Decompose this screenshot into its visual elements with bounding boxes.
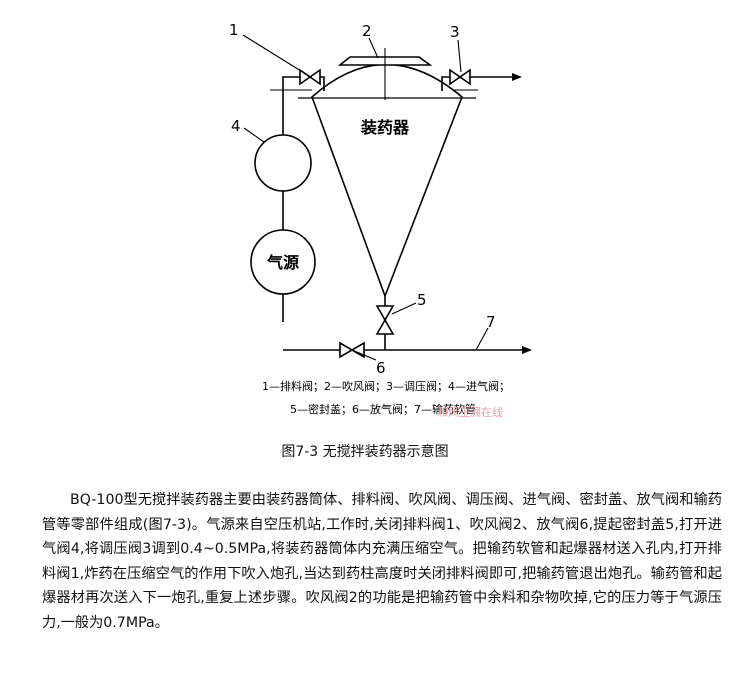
watermark: 和风王漏在线	[437, 405, 503, 419]
loader-schematic-diagram: 1 2 3 4 5 6 7 装药器 气源 1—排料阀；2—吹风阀；3—调压阀；4…	[229, 21, 532, 419]
vent-arrowhead	[512, 73, 522, 81]
loader-vessel-cone	[311, 63, 463, 299]
leader-1	[391, 302, 417, 315]
part-label-1: 5	[417, 291, 427, 309]
legend-line-2: 5—密封盖；6—放气阀；7—输药软管	[290, 402, 476, 416]
vent-pipe	[441, 76, 450, 91]
legend-line-1: 1—排料阀；2—吹风阀；3—调压阀；4—进气阀；	[262, 379, 510, 393]
hose-arrowhead	[522, 346, 532, 354]
part-label-5: 2	[362, 22, 372, 40]
inlet-pipe-to-vessel	[320, 76, 325, 91]
discharge-valve-1	[375, 305, 395, 335]
vent-valve-6	[449, 68, 471, 86]
figure-caption: 图7-3 无搅拌装药器示意图	[281, 444, 449, 460]
air-source-label: 气源	[266, 253, 299, 272]
vessel-label: 装药器	[360, 118, 410, 137]
leader-6	[457, 39, 462, 73]
part-label-4: 1	[229, 21, 239, 39]
leader-7	[475, 327, 489, 351]
part-label-2: 6	[376, 359, 386, 377]
leader-5	[368, 37, 379, 59]
leader-2	[351, 349, 377, 361]
leader-3	[243, 127, 265, 143]
body-paragraph-container: BQ-100型无搅拌装药器主要由装药器筒体、排料阀、吹风阀、调压阀、进气阀、密封…	[42, 488, 722, 636]
air-source-circle	[250, 229, 316, 295]
pressure-regulator-3	[254, 134, 312, 192]
part-label-6: 3	[450, 23, 460, 41]
body-paragraph: BQ-100型无搅拌装药器主要由装药器筒体、排料阀、吹风阀、调压阀、进气阀、密封…	[42, 492, 722, 631]
part-label-7: 7	[486, 313, 496, 331]
leader-4	[242, 34, 310, 77]
part-label-3: 4	[231, 117, 241, 135]
